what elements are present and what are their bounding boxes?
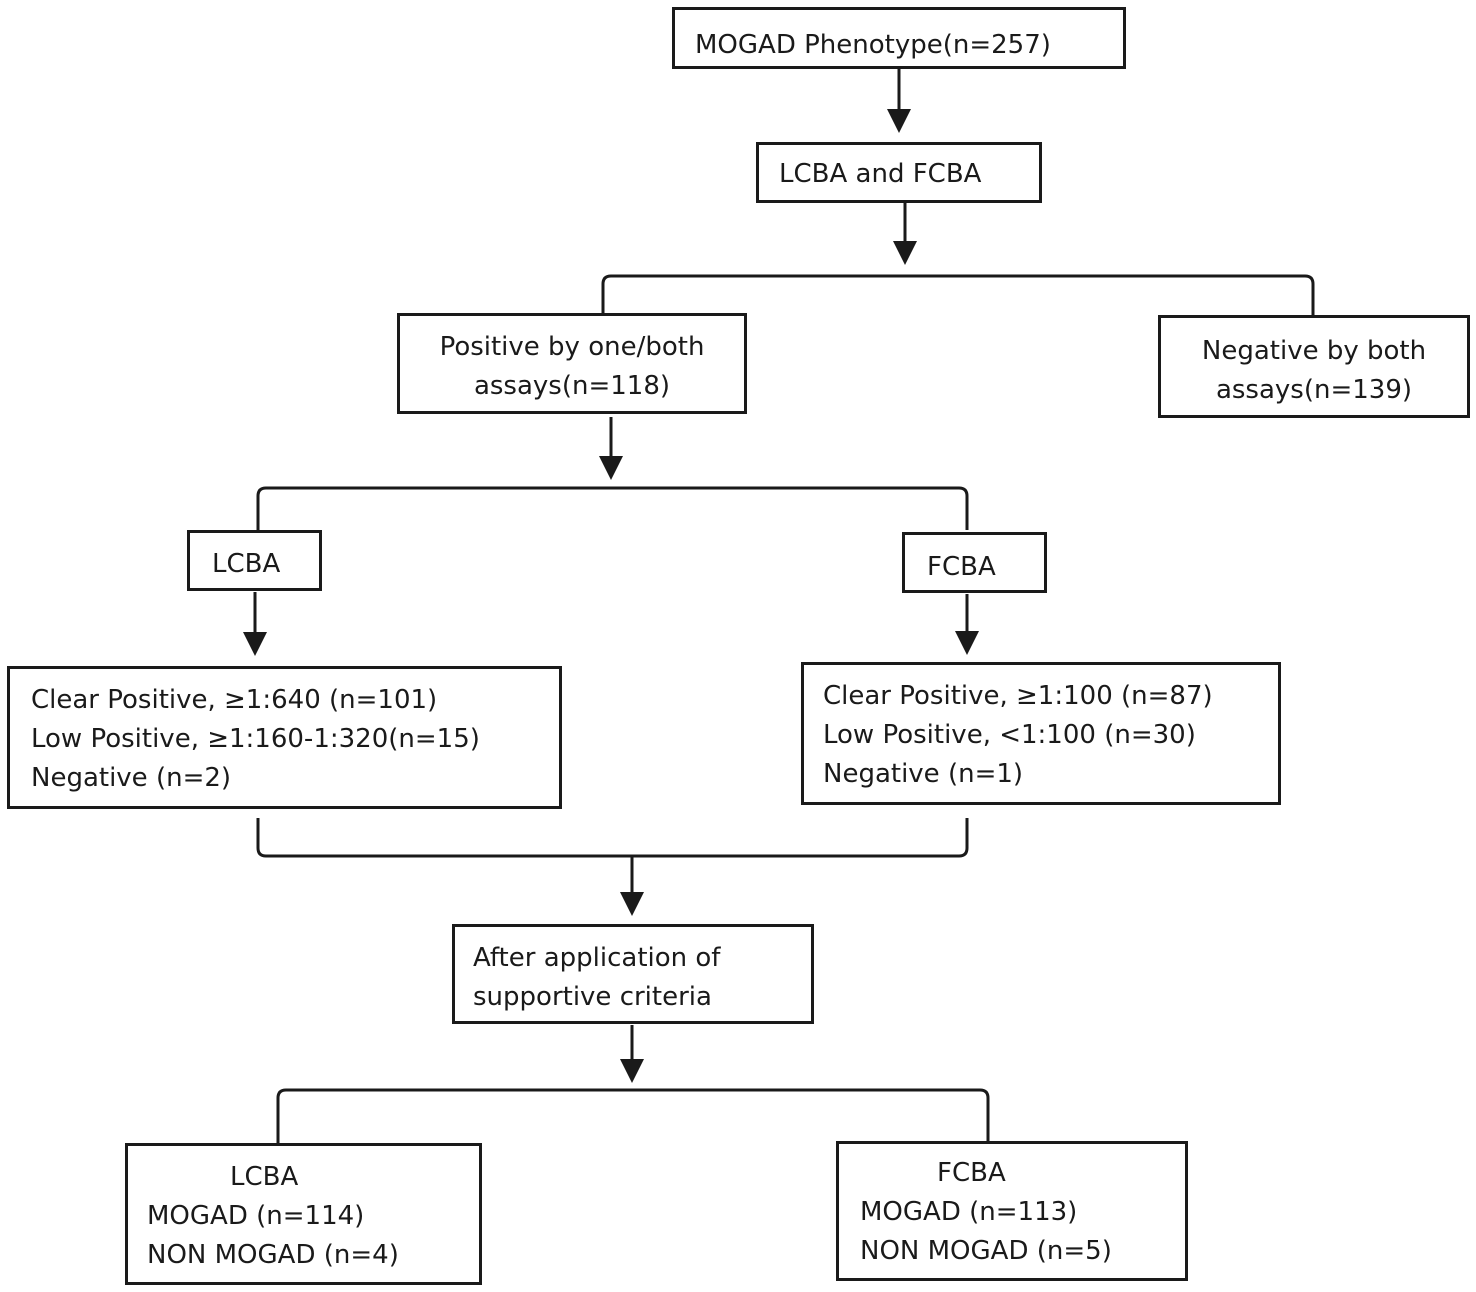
lcba-final-non-mogad: NON MOGAD (n=4): [147, 1240, 399, 1270]
lcba-results-box: Clear Positive, ≥1:640 (n=101) Low Posit…: [7, 666, 562, 809]
bracket-positive-negative: [601, 274, 1315, 315]
fcba-label: FCBA: [927, 552, 996, 582]
supportive-line-1: After application of: [473, 943, 721, 973]
lcba-results-line-3: Negative (n=2): [31, 763, 232, 793]
lcba-final-box: LCBA MOGAD (n=114) NON MOGAD (n=4): [125, 1143, 482, 1285]
fcba-final-title: FCBA: [937, 1158, 1006, 1188]
lcba-results-line-2: Low Positive, ≥1:160-1:320(n=15): [31, 724, 480, 754]
fcba-final-non-mogad: NON MOGAD (n=5): [860, 1236, 1112, 1266]
supportive-criteria-box: After application of supportive criteria: [452, 924, 814, 1024]
fcba-box: FCBA: [902, 532, 1047, 593]
lcba-box: LCBA: [187, 530, 322, 591]
positive-line-1: Positive by one/both: [439, 332, 705, 362]
positive-box: Positive by one/both assays(n=118): [397, 313, 747, 414]
positive-line-2: assays(n=118): [473, 371, 671, 401]
phenotype-label: MOGAD Phenotype(n=257): [695, 30, 1051, 60]
lcba-final-title: LCBA: [230, 1162, 299, 1192]
bracket-final: [276, 1088, 990, 1143]
bracket-merge-results: [256, 818, 969, 858]
assays-box: LCBA and FCBA: [756, 142, 1042, 203]
fcba-results-line-3: Negative (n=1): [823, 759, 1024, 789]
phenotype-box: MOGAD Phenotype(n=257): [672, 7, 1126, 69]
fcba-final-mogad: MOGAD (n=113): [860, 1197, 1078, 1227]
assays-label: LCBA and FCBA: [779, 159, 982, 189]
negative-box: Negative by both assays(n=139): [1158, 315, 1470, 418]
bracket-lcba-fcba: [256, 486, 969, 530]
fcba-results-line-1: Clear Positive, ≥1:100 (n=87): [823, 681, 1213, 711]
fcba-results-line-2: Low Positive, <1:100 (n=30): [823, 720, 1196, 750]
lcba-label: LCBA: [212, 549, 281, 579]
negative-line-2: assays(n=139): [1215, 375, 1413, 405]
lcba-results-line-1: Clear Positive, ≥1:640 (n=101): [31, 685, 438, 715]
fcba-results-box: Clear Positive, ≥1:100 (n=87) Low Positi…: [801, 662, 1281, 805]
lcba-final-mogad: MOGAD (n=114): [147, 1201, 365, 1231]
fcba-final-box: FCBA MOGAD (n=113) NON MOGAD (n=5): [836, 1141, 1188, 1281]
negative-line-1: Negative by both: [1201, 336, 1427, 366]
supportive-line-2: supportive criteria: [473, 982, 712, 1012]
